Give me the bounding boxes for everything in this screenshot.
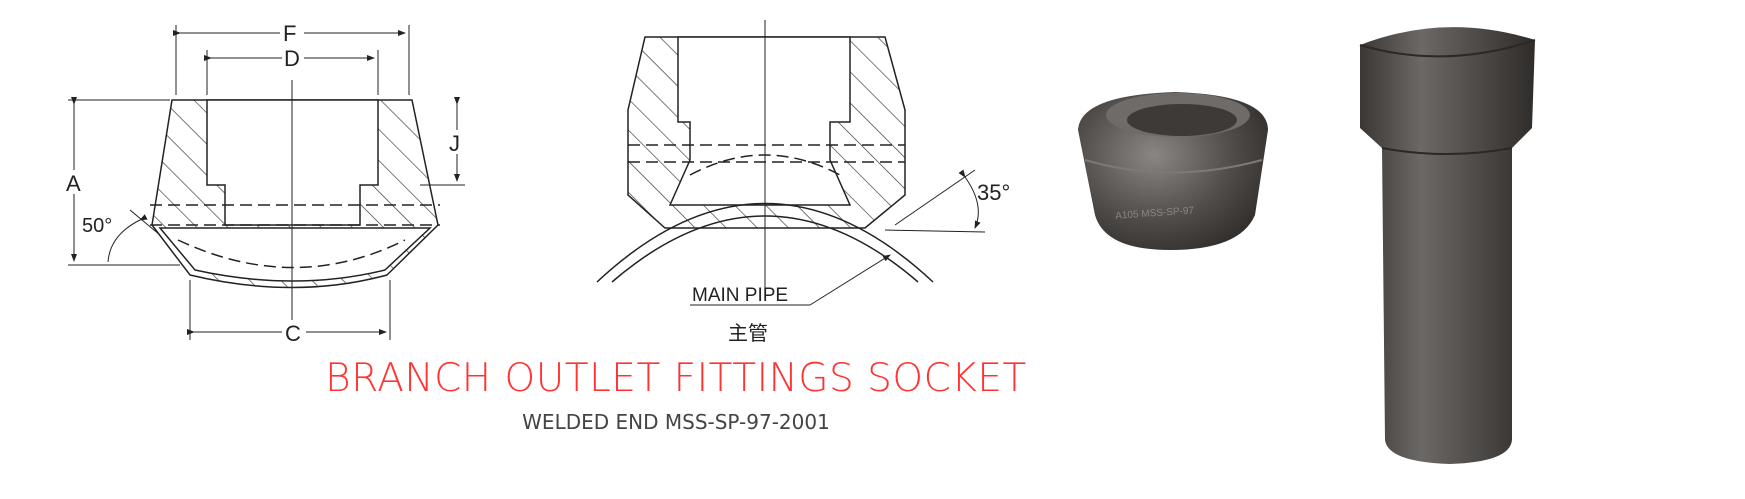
main-pipe-label: MAIN PIPE: [692, 285, 788, 306]
angle-35-label: 35°: [977, 180, 1010, 205]
main-pipe-chinese-label: 主管: [728, 322, 768, 345]
dim-f-label: F: [283, 21, 296, 46]
dim-d-label: D: [284, 46, 300, 71]
page-subtitle: WELDED END MSS-SP-97-2001: [522, 410, 830, 434]
dim-c-label: C: [285, 321, 301, 346]
angle-50-label: 50°: [82, 215, 112, 237]
left-section-drawing: [68, 25, 465, 340]
dim-a-label: A: [66, 171, 81, 196]
tall-socket-outlet-photo: [1359, 27, 1536, 464]
dim-j-label: J: [449, 131, 460, 156]
socket-outlet-ring-photo: A105 MSS-SP-97: [1078, 92, 1268, 250]
page-title: BRANCH OUTLET FITTINGS SOCKET: [325, 356, 1027, 401]
middle-section-drawing: [596, 20, 986, 306]
